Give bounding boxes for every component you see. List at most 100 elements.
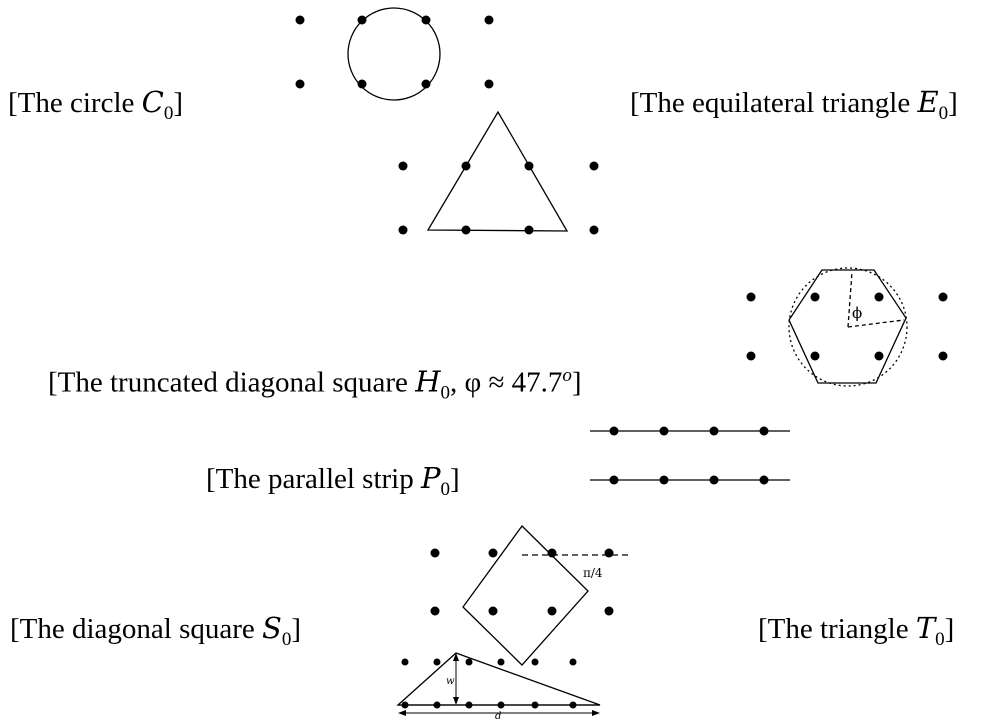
caption-subscript: 0 (938, 102, 949, 124)
w-arrowhead-bottom (453, 697, 459, 705)
caption-tail: ] (948, 87, 958, 119)
lattice-point (430, 606, 440, 616)
lattice-point (401, 701, 409, 709)
lattice-point (709, 475, 719, 485)
lattice-point (421, 15, 431, 25)
lattice-point (421, 79, 431, 89)
lattice-point (465, 701, 473, 709)
lattice-point (569, 701, 577, 709)
caption-text: [The truncated diagonal square (48, 366, 416, 399)
caption-symbol: T (915, 611, 936, 645)
lattice-point (938, 292, 948, 302)
caption-symbol: E (917, 85, 939, 119)
lattice-point (659, 426, 669, 436)
figure-truncated-square (788, 267, 908, 387)
w-label: w (446, 676, 455, 687)
lattice-point (938, 351, 948, 361)
lattice-point (589, 225, 599, 235)
caption-mid: , φ ≈ 47.7 (449, 366, 563, 399)
lattice-point (465, 658, 473, 666)
caption-equilateral: [The equilateral triangle E0] (630, 88, 958, 123)
lattice-point (433, 658, 441, 666)
lattice-point (357, 79, 367, 89)
caption-symbol: S (262, 611, 282, 645)
lattice-point (357, 15, 367, 25)
caption-subscript: 0 (163, 102, 174, 124)
phi-ray-up (847, 271, 853, 328)
lattice-point (497, 658, 505, 666)
lattice-point (746, 292, 756, 302)
d-arrowhead-left (398, 710, 406, 716)
figure-parallel-strip (590, 430, 790, 481)
lattice-point (604, 548, 614, 558)
truncated-square-shape (788, 269, 907, 384)
lattice-point (609, 475, 619, 485)
lattice-point (461, 161, 471, 171)
d-arrowhead-right (592, 710, 600, 716)
lattice-point (874, 292, 884, 302)
dotted-circle (788, 267, 908, 387)
lattice-point (609, 426, 619, 436)
caption-superscript: o (562, 365, 572, 386)
lattice-point (524, 161, 534, 171)
caption-tail: ] (173, 87, 184, 119)
w-arrowhead-top (453, 653, 459, 661)
lattice-point (759, 426, 769, 436)
figure-equilateral-triangle (426, 110, 569, 232)
lattice-point (709, 426, 719, 436)
pi-over-4-label: π/4 (583, 566, 603, 580)
caption-text: [The circle (8, 87, 142, 119)
caption-tail: ] (450, 463, 460, 495)
figure-circle (347, 7, 441, 101)
lattice-point (604, 606, 614, 616)
caption-tail: ] (571, 366, 582, 399)
lattice-point (569, 658, 577, 666)
lattice-point (746, 351, 756, 361)
caption-symbol: C (141, 85, 164, 119)
caption-subscript: 0 (440, 382, 450, 404)
lattice-point (589, 161, 599, 171)
lattice-point (461, 225, 471, 235)
caption-diagonal: [The diagonal square S0] (10, 614, 301, 649)
lattice-point (295, 15, 305, 25)
lattice-point (497, 701, 505, 709)
lattice-point (398, 161, 408, 171)
lattice-point (547, 548, 557, 558)
lattice-point (759, 475, 769, 485)
lattice-point (401, 658, 409, 666)
phi-ray-right (847, 319, 905, 328)
caption-triangle: [The triangle T0] (758, 614, 954, 649)
lattice-point (398, 225, 408, 235)
caption-symbol: P (421, 461, 441, 495)
caption-circle: [The circle C0] (8, 88, 183, 123)
lattice-point (810, 351, 820, 361)
lattice-point (488, 606, 498, 616)
lattice-point (810, 292, 820, 302)
lattice-point (874, 351, 884, 361)
caption-subscript: 0 (935, 628, 945, 650)
caption-tail: ] (291, 613, 302, 645)
d-label: d (495, 711, 501, 719)
caption-subscript: 0 (440, 478, 451, 500)
caption-parallel: [The parallel strip P0] (206, 464, 460, 499)
lattice-point (488, 548, 498, 558)
figure-diagonal-square (462, 525, 632, 666)
lattice-point (484, 15, 494, 25)
caption-text: [The diagonal square (10, 613, 263, 645)
caption-truncated: [The truncated diagonal square H0, φ ≈ 4… (48, 366, 582, 402)
lattice-point (531, 658, 539, 666)
caption-text: [The equilateral triangle (630, 87, 918, 119)
caption-symbol: H (415, 364, 441, 399)
equilateral-triangle-shape (426, 110, 569, 232)
caption-tail: ] (944, 613, 955, 645)
caption-text: [The triangle (758, 613, 916, 645)
caption-subscript: 0 (281, 628, 292, 650)
diagonal-square-shape (462, 525, 589, 666)
lattice-point (524, 225, 534, 235)
lattice-point (295, 79, 305, 89)
phi-label: ϕ (852, 304, 862, 322)
lattice-point (430, 548, 440, 558)
lattice-point (531, 701, 539, 709)
lattice-point (484, 79, 494, 89)
